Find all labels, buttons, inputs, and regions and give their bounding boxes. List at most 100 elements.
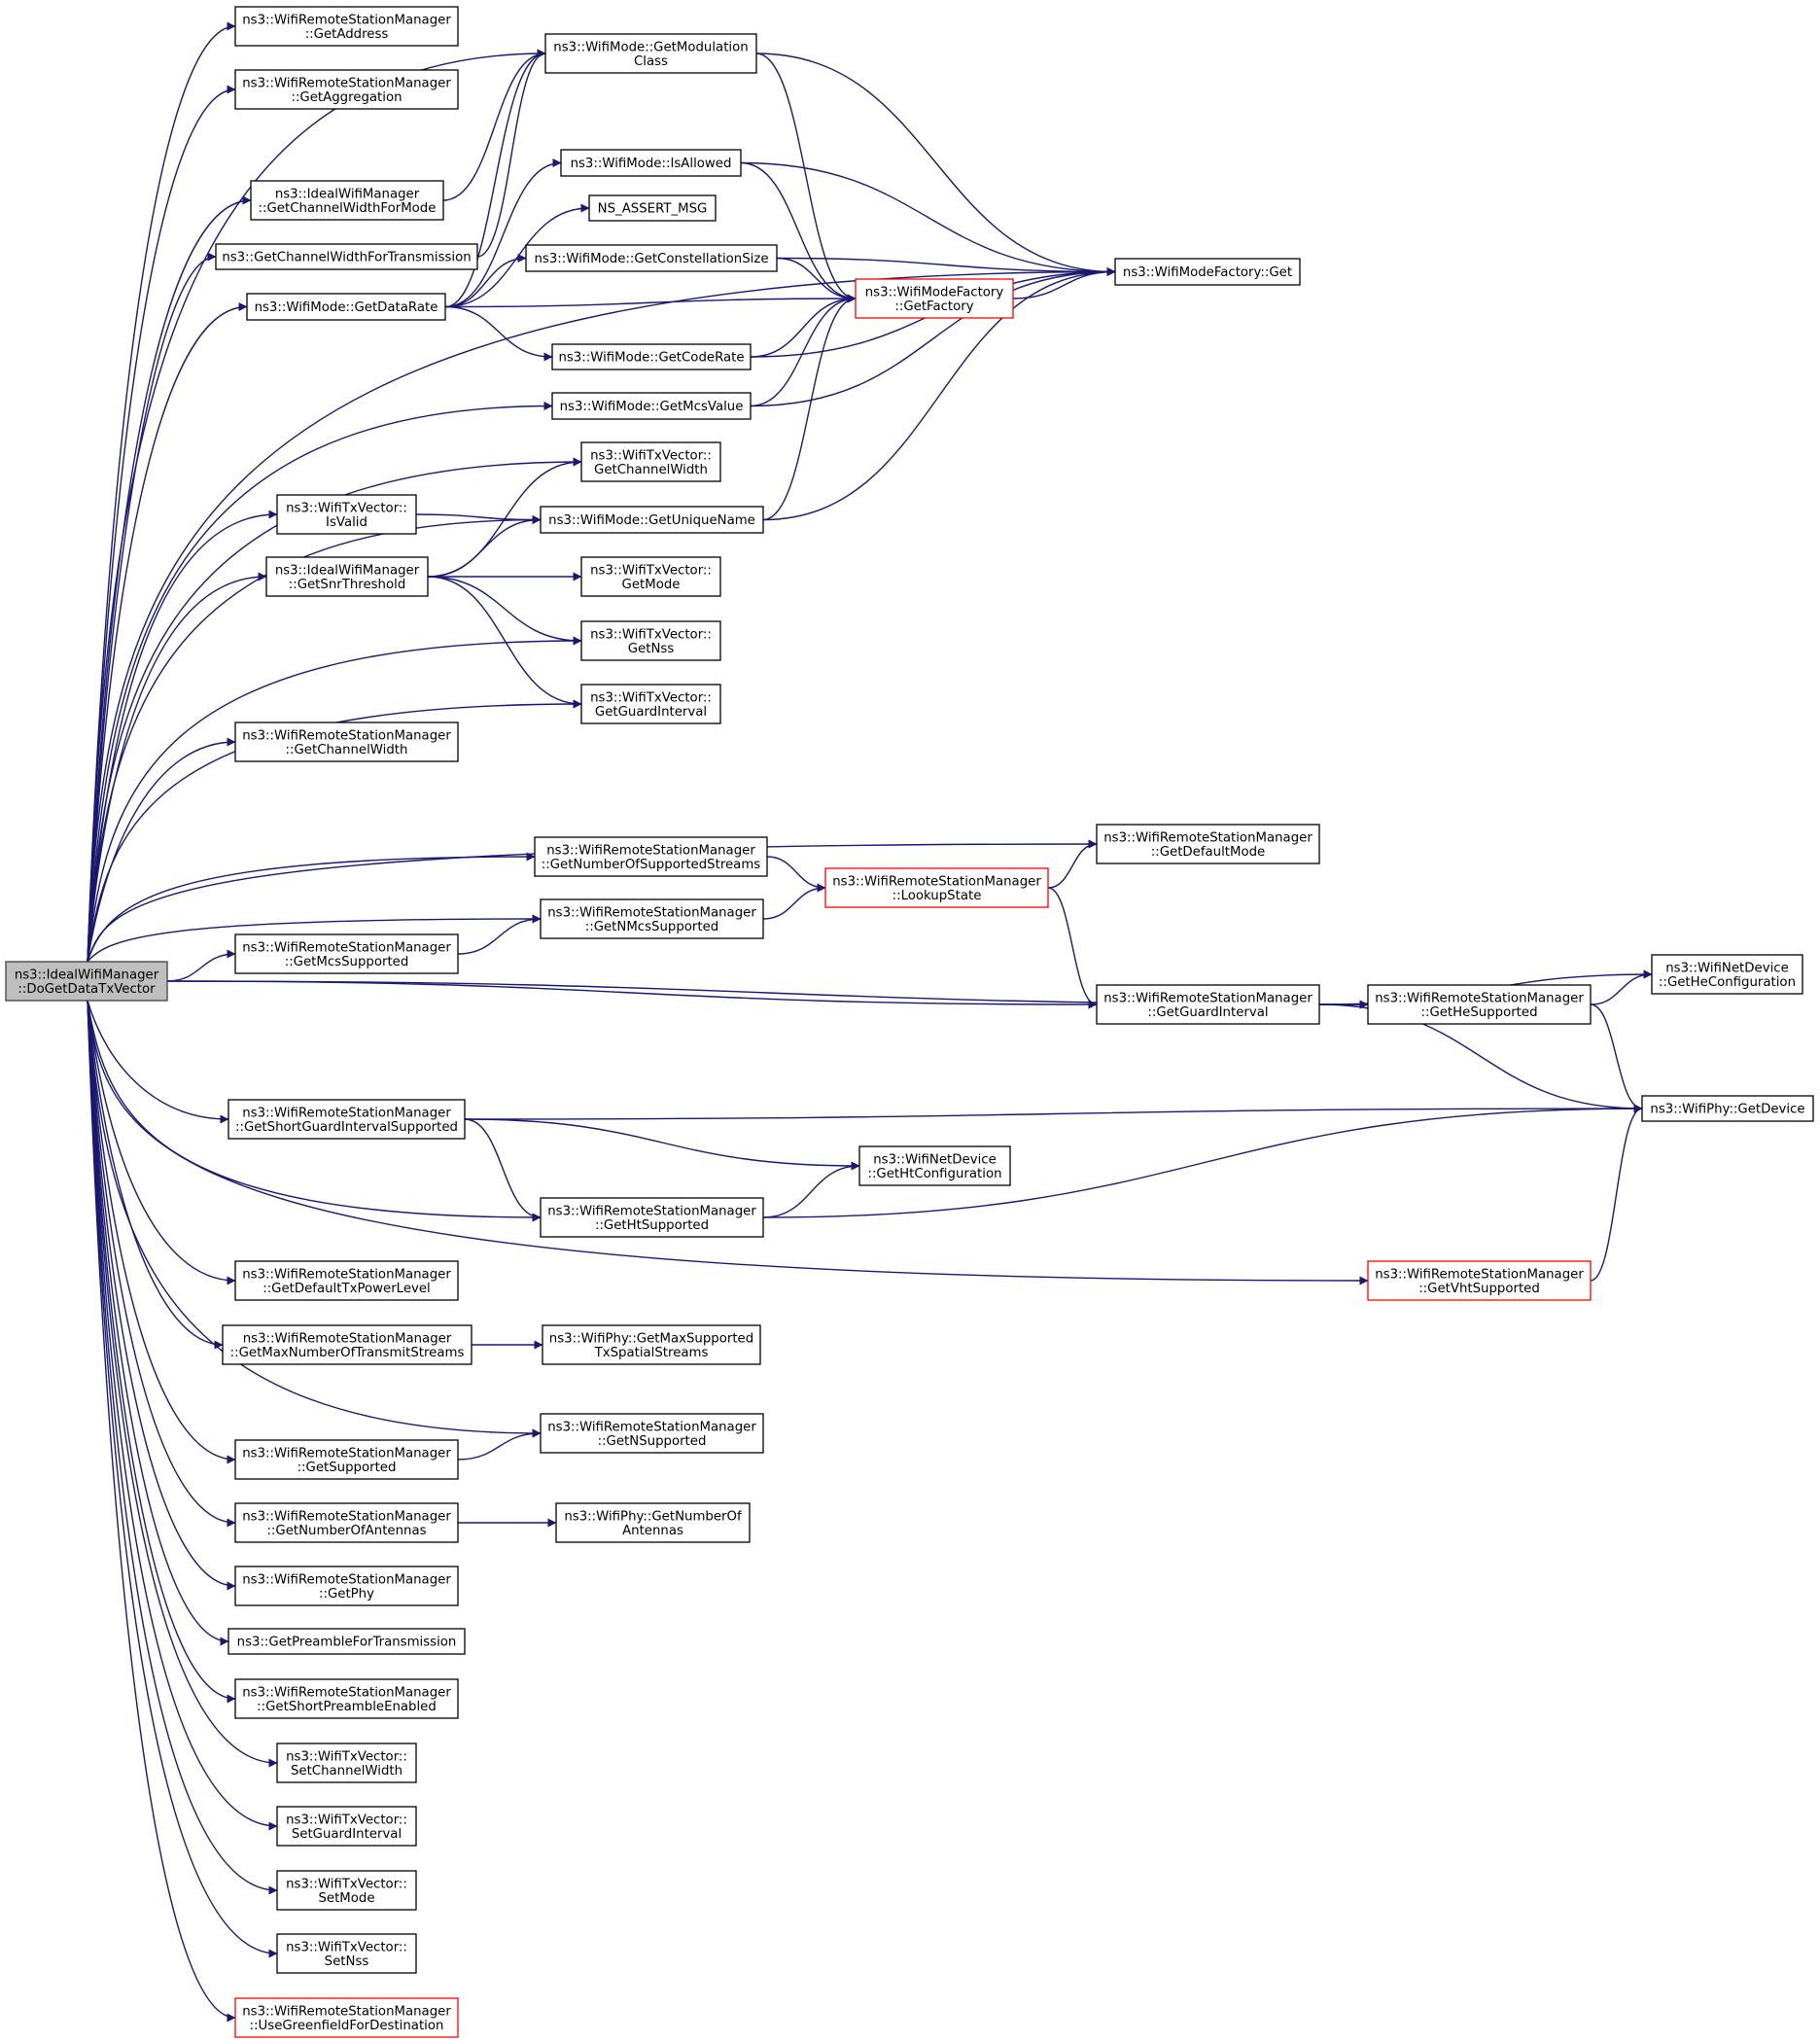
node-box: [222, 1324, 472, 1365]
call-edge-wm_getdatarate-to-ns_assert_msg: [444, 203, 590, 308]
call-edge-rsm_getmcssupported-to-rsm_getnmcssupported: [457, 914, 542, 955]
call-edge-root-to-txv_getnss: [87, 636, 582, 963]
call-edge-wm_getconstellationsize-to-wmf_getfactory: [776, 257, 857, 303]
node-label-line: GetNss: [628, 642, 675, 656]
graph-node-rsm_getdefaulttxpowerlevel[interactable]: ns3::WifiRemoteStationManager::GetDefaul…: [234, 1260, 459, 1301]
node-box: [234, 1997, 459, 2038]
graph-node-phy_getdevice[interactable]: ns3::WifiPhy::GetDevice: [1641, 1095, 1814, 1122]
node-box: [276, 1743, 417, 1783]
graph-node-rsm_getmcssupported[interactable]: ns3::WifiRemoteStationManager::GetMcsSup…: [234, 933, 459, 974]
node-box: [276, 494, 417, 535]
node-box: [234, 1566, 459, 1606]
node-label-line: ::GetDefaultTxPowerLevel: [262, 1282, 431, 1296]
call-edge-root-to-rsm_usegreenfield: [87, 1000, 236, 2023]
graph-node-rsm_getaddress[interactable]: ns3::WifiRemoteStationManager::GetAddres…: [234, 6, 459, 47]
node-label-line: ::GetNumberOfAntennas: [266, 1524, 426, 1538]
node-label-line: SetChannelWidth: [291, 1764, 402, 1778]
node-label-line: ns3::WifiTxVector::: [590, 448, 712, 463]
call-edge-root-to-rsm_getchannelwidth: [87, 737, 236, 963]
call-edge-rsm_getsupported-to-rsm_getnsupported: [457, 1428, 542, 1461]
graph-node-iwm_getsnrthreshold[interactable]: ns3::IdealWifiManager::GetSnrThreshold: [265, 556, 429, 597]
node-box: [234, 1260, 459, 1301]
graph-node-txv_setmode[interactable]: ns3::WifiTxVector::SetMode: [276, 1870, 417, 1911]
graph-node-rsm_getaggregation[interactable]: ns3::WifiRemoteStationManager::GetAggreg…: [234, 69, 459, 110]
node-label-line: ns3::WifiTxVector::: [590, 563, 712, 578]
graph-node-nd_gethtconfiguration[interactable]: ns3::WifiNetDevice::GetHtConfiguration: [858, 1145, 1011, 1186]
graph-node-rsm_lookupstate[interactable]: ns3::WifiRemoteStationManager::LookupSta…: [824, 867, 1049, 908]
graph-node-iwm_getchannelwidthformode[interactable]: ns3::IdealWifiManager::GetChannelWidthFo…: [250, 180, 444, 221]
node-box: [228, 1628, 466, 1655]
graph-node-wm_getconstellationsize[interactable]: ns3::WifiMode::GetConstellationSize: [525, 244, 778, 272]
node-box: [1367, 1260, 1592, 1301]
graph-node-txv_setchannelwidth[interactable]: ns3::WifiTxVector::SetChannelWidth: [276, 1743, 417, 1783]
graph-node-rsm_getsupported[interactable]: ns3::WifiRemoteStationManager::GetSuppor…: [234, 1439, 459, 1480]
graph-node-wm_getcoderate[interactable]: ns3::WifiMode::GetCodeRate: [551, 343, 752, 370]
call-edge-root-to-rsm_getnsupported: [87, 1000, 542, 1438]
graph-node-phy_getnumberofantennas[interactable]: ns3::WifiPhy::GetNumberOfAntennas: [555, 1502, 751, 1543]
call-edge-wm_isallowed-to-wmf_getfactory: [740, 161, 857, 303]
node-box: [824, 867, 1049, 908]
graph-node-wmf_getfactory[interactable]: ns3::WifiModeFactory::GetFactory: [855, 278, 1014, 319]
node-label-line: ns3::GetPreambleForTransmission: [237, 1636, 457, 1650]
graph-node-getchannelwidthfortx[interactable]: ns3::GetChannelWidthForTransmission: [215, 243, 478, 270]
call-edge-root-to-rsm_getmcssupported: [166, 949, 236, 982]
graph-node-rsm_getshortgi[interactable]: ns3::WifiRemoteStationManager::GetShortG…: [228, 1099, 466, 1140]
graph-node-wm_isallowed[interactable]: ns3::WifiMode::IsAllowed: [560, 149, 742, 177]
graph-node-rsm_usegreenfield[interactable]: ns3::WifiRemoteStationManager::UseGreenf…: [234, 1997, 459, 2038]
graph-node-rsm_getnmcssupported[interactable]: ns3::WifiRemoteStationManager::GetNMcsSu…: [540, 898, 764, 939]
call-edge-root-to-txv_isvalid: [87, 510, 278, 963]
node-label-line: ::GetMcsSupported: [285, 955, 409, 969]
graph-node-rsm_getdefaultmode[interactable]: ns3::WifiRemoteStationManager::GetDefaul…: [1096, 824, 1320, 864]
graph-node-rsm_getphy[interactable]: ns3::WifiRemoteStationManager::GetPhy: [234, 1566, 459, 1606]
graph-node-txv_setguardinterval[interactable]: ns3::WifiTxVector::SetGuardInterval: [276, 1806, 417, 1847]
graph-node-phy_getmaxsupportedtxspatialstreams[interactable]: ns3::WifiPhy::GetMaxSupportedTxSpatialSt…: [542, 1324, 761, 1365]
graph-node-wm_getuniquename[interactable]: ns3::WifiMode::GetUniqueName: [540, 506, 764, 534]
graph-node-txv_isvalid[interactable]: ns3::WifiTxVector::IsValid: [276, 494, 417, 535]
node-box: [1114, 258, 1301, 286]
node-label-line: ::GetChannelWidth: [286, 743, 408, 757]
node-layer: ns3::IdealWifiManager::DoGetDataTxVector…: [5, 6, 1814, 2038]
graph-node-rsm_gethtsupported[interactable]: ns3::WifiRemoteStationManager::GetHtSupp…: [540, 1197, 764, 1238]
graph-node-ns_assert_msg[interactable]: NS_ASSERT_MSG: [588, 194, 717, 222]
call-edge-rsm_getheSupported-to-nd_getheconfiguration: [1590, 969, 1653, 1005]
node-label-line: ns3::WifiRemoteStationManager: [242, 1106, 451, 1120]
graph-node-getpreamblefortx[interactable]: ns3::GetPreambleForTransmission: [228, 1628, 466, 1655]
graph-node-rsm_getnumberofsupportedstreams[interactable]: ns3::WifiRemoteStationManager::GetNumber…: [534, 836, 768, 877]
node-label-line: ns3::WifiMode::GetCodeRate: [558, 351, 744, 366]
node-label-line: ::GetHtConfiguration: [867, 1167, 1001, 1181]
graph-node-txv_getchannelwidth[interactable]: ns3::WifiTxVector::GetChannelWidth: [580, 441, 721, 482]
graph-node-root[interactable]: ns3::IdealWifiManager::DoGetDataTxVector: [5, 961, 168, 1002]
graph-node-rsm_getnumberofantennas[interactable]: ns3::WifiRemoteStationManager::GetNumber…: [234, 1502, 459, 1543]
graph-node-txv_getmode[interactable]: ns3::WifiTxVector::GetMode: [580, 556, 721, 597]
graph-node-nd_getheconfiguration[interactable]: ns3::WifiNetDevice::GetHeConfiguration: [1651, 954, 1803, 995]
node-label-line: ns3::WifiMode::GetConstellationSize: [534, 252, 768, 266]
graph-node-rsm_getnsupported[interactable]: ns3::WifiRemoteStationManager::GetNSuppo…: [540, 1413, 764, 1454]
node-box: [580, 556, 721, 597]
node-box: [1096, 824, 1320, 864]
graph-node-wmf_get[interactable]: ns3::WifiModeFactory::Get: [1114, 258, 1301, 286]
graph-node-txv_getnss[interactable]: ns3::WifiTxVector::GetNss: [580, 620, 721, 661]
call-edge-root-to-txv_setnss: [87, 1000, 278, 1958]
graph-node-rsm_getmaxnumberoftransmitstreams[interactable]: ns3::WifiRemoteStationManager::GetMaxNum…: [222, 1324, 472, 1365]
graph-node-rsm_getvhtsupported[interactable]: ns3::WifiRemoteStationManager::GetVhtSup…: [1367, 1260, 1592, 1301]
graph-node-rsm_getshortpreambleenabled[interactable]: ns3::WifiRemoteStationManager::GetShortP…: [234, 1678, 459, 1719]
graph-node-txv_setnss[interactable]: ns3::WifiTxVector::SetNss: [276, 1933, 417, 1974]
node-label-line: ns3::WifiRemoteStationManager: [1375, 991, 1584, 1005]
node-label-line: ::GetFactory: [894, 299, 973, 314]
graph-node-rsm_getheSupported[interactable]: ns3::WifiRemoteStationManager::GetHeSupp…: [1367, 984, 1592, 1025]
node-label-line: ::GetHtSupported: [595, 1218, 709, 1233]
node-label-line: ns3::IdealWifiManager: [275, 187, 420, 201]
node-label-line: ns3::WifiRemoteStationManager: [242, 1267, 451, 1282]
graph-node-txv_getguardinterval[interactable]: ns3::WifiTxVector::GetGuardInterval: [580, 684, 721, 724]
graph-node-rsm_getguardinterval[interactable]: ns3::WifiRemoteStationManager::GetGuardI…: [1096, 984, 1320, 1025]
call-edge-wm_getuniquename-to-wmf_getfactory: [762, 294, 857, 521]
node-box: [540, 1413, 764, 1454]
graph-node-wm_getdatarate[interactable]: ns3::WifiMode::GetDataRate: [246, 293, 446, 321]
call-edge-rsm_gethtsupported-to-phy_getdevice: [762, 1104, 1643, 1218]
call-edge-root-to-wm_getdatarate: [87, 302, 248, 963]
call-edge-iwm_getsnrthreshold-to-wm_getuniquename: [427, 515, 542, 578]
graph-node-wm_getmcsvalue[interactable]: ns3::WifiMode::GetMcsValue: [551, 392, 752, 420]
graph-node-rsm_getchannelwidth[interactable]: ns3::WifiRemoteStationManager::GetChanne…: [234, 722, 459, 762]
node-label-line: ns3::WifiRemoteStationManager: [242, 1572, 451, 1587]
